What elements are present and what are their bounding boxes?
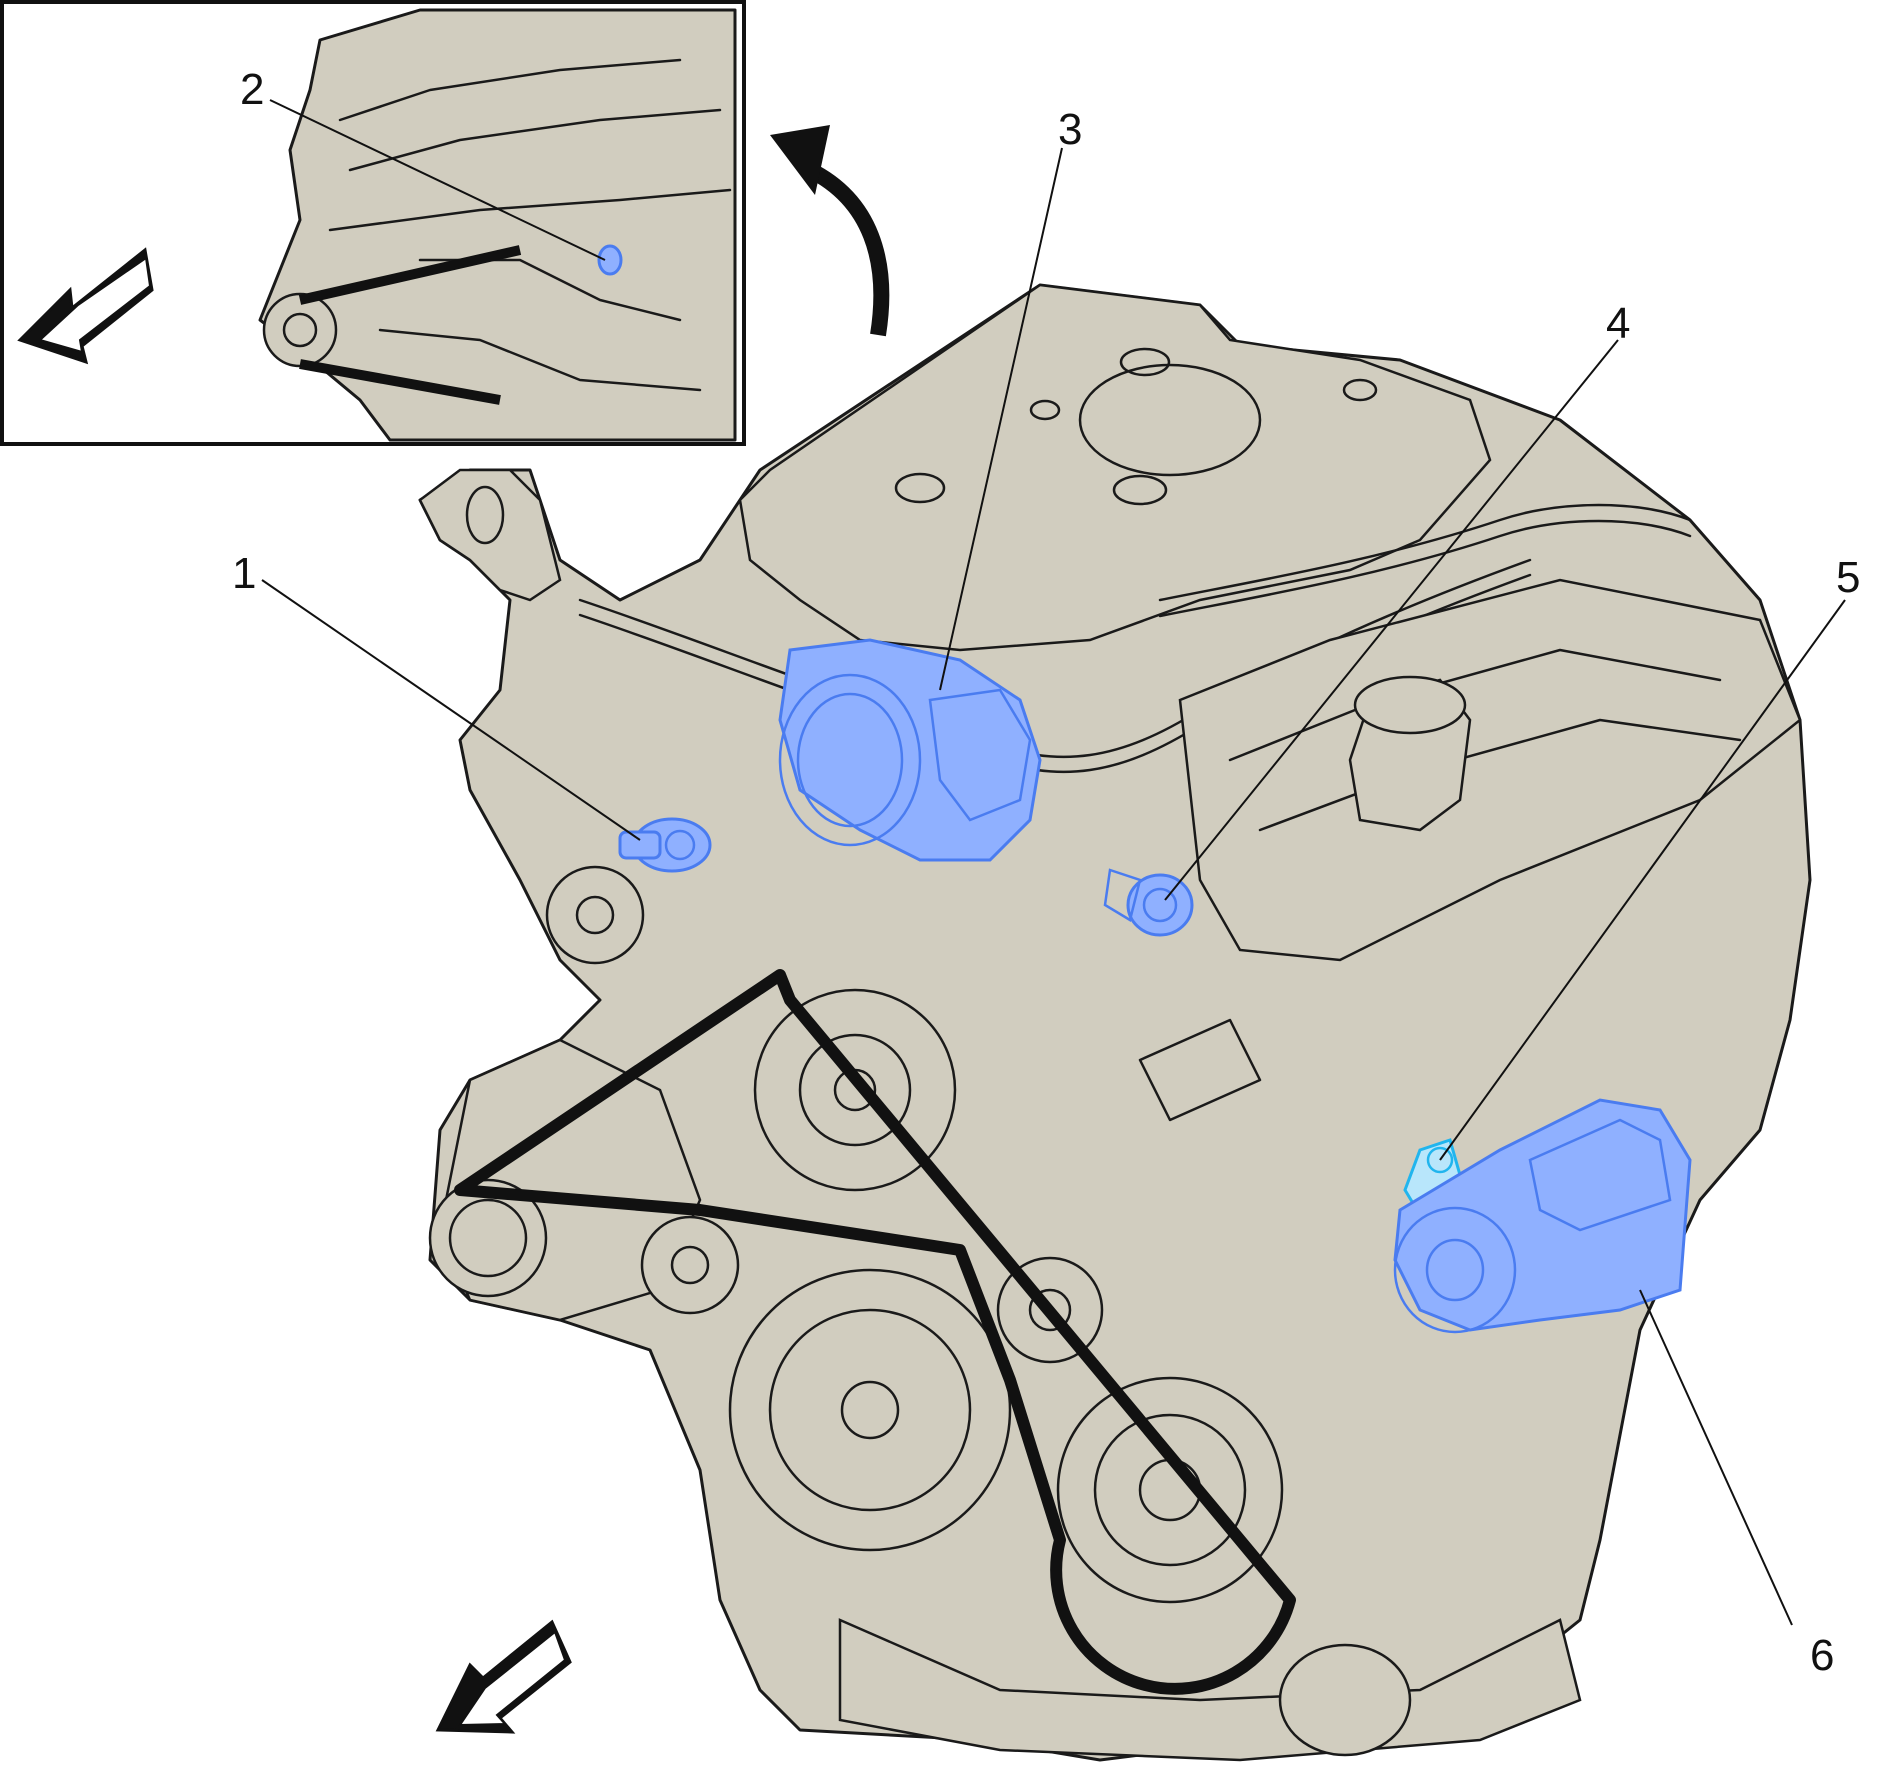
leader-3 [939,147,1063,691]
inset-pulley-hub [282,312,318,348]
oil-filter [1278,1643,1412,1757]
inset-direction-arrow-icon [17,247,154,365]
leader-5 [1439,599,1846,1161]
component-4-sensor-body [1126,873,1194,937]
ac-compressor-pulley [1056,1376,1284,1604]
component-2-sensor [597,244,623,276]
callout-label-1: 1 [232,549,256,598]
generator-pulley [428,1178,548,1298]
fuel-rail-tube-2 [1158,519,1692,618]
component-4-sensor-ring [1142,887,1178,923]
fuel-rail-tube [1158,503,1692,602]
engine-label-plate [1138,1018,1262,1122]
wiring-harness-upper [578,558,1532,759]
right-head-detail [1228,648,1742,832]
crankshaft-balancer [728,1268,1012,1552]
ac-compressor-pulley-ring [1093,1413,1247,1567]
leader-2 [269,99,606,261]
serpentine-drive-belt [454,969,1296,1695]
component-1-sensor [618,817,712,873]
plenum-hole-1 [1119,347,1171,377]
component-3-throttle-body [778,638,1042,862]
lifting-bracket-hole [465,485,505,545]
highlighted-components [618,638,1692,1334]
curved-view-arrow-icon [770,125,890,337]
plenum-hole-3 [894,472,946,504]
component-1-sensor-ring [664,829,696,861]
inset-pulley [262,292,338,368]
forward-direction-arrow-icon [435,1619,572,1734]
plenum-round-port [1078,363,1262,477]
component-4-sensor [1103,868,1194,937]
throttle-body-bore-inner [796,692,904,828]
plenum-hole-4 [1342,378,1378,402]
leader-4 [1164,339,1619,901]
starter-motor-nose [1393,1206,1517,1334]
callout-labels: 1 2 3 4 5 6 [232,65,1860,1680]
idler-pulley-left [640,1215,740,1315]
inset-engine-view [258,8,737,442]
oil-filler-cap [1353,675,1467,735]
crankshaft-balancer-inner [768,1308,972,1512]
inset-engine-detail-1 [328,58,732,232]
inset-belt [298,245,522,405]
leader-6-visible [1639,1289,1793,1626]
component-6-starter [1393,1098,1692,1334]
intake-plenum-cover [738,283,1492,652]
component-5-connector-ring [1426,1146,1454,1174]
callout-label-4: 4 [1606,299,1630,348]
callout-label-3: 3 [1058,105,1082,154]
callout-label-6: 6 [1810,1631,1834,1680]
lifting-bracket [418,468,562,602]
forward-direction-arrow-face [458,1630,567,1727]
power-steering-pulley-hub [575,895,615,935]
leader-1 [261,579,641,841]
engine-illustration [418,283,1812,1762]
plenum-hole-2 [1112,474,1168,506]
throttle-actuator [928,688,1032,822]
idler-pulley-left-hub [670,1245,710,1285]
starter-motor-housing [1393,1098,1692,1332]
power-steering-pulley [545,865,645,965]
crankshaft-balancer-hub [840,1380,900,1440]
curved-view-arrow-stroke [806,162,890,337]
generator-pulley-ring [448,1198,528,1278]
water-pump-pulley-inner [798,1033,912,1147]
inset-view [0,0,746,446]
component-4-sensor-mount [1103,868,1142,922]
starter-motor-nose-inner [1425,1238,1485,1302]
curved-view-arrow-head [770,125,830,195]
plenum-hole-5 [1029,399,1061,421]
callout-leaders [261,99,1846,1626]
idler-pulley-right-hub [1028,1288,1072,1332]
inset-direction-arrow-highlight [38,256,152,354]
starter-solenoid [1528,1118,1672,1232]
callout-label-5: 5 [1836,553,1860,602]
component-1-sensor-connector [618,830,662,860]
throttle-body-bore [778,673,922,847]
callout-label-2: 2 [240,65,264,114]
